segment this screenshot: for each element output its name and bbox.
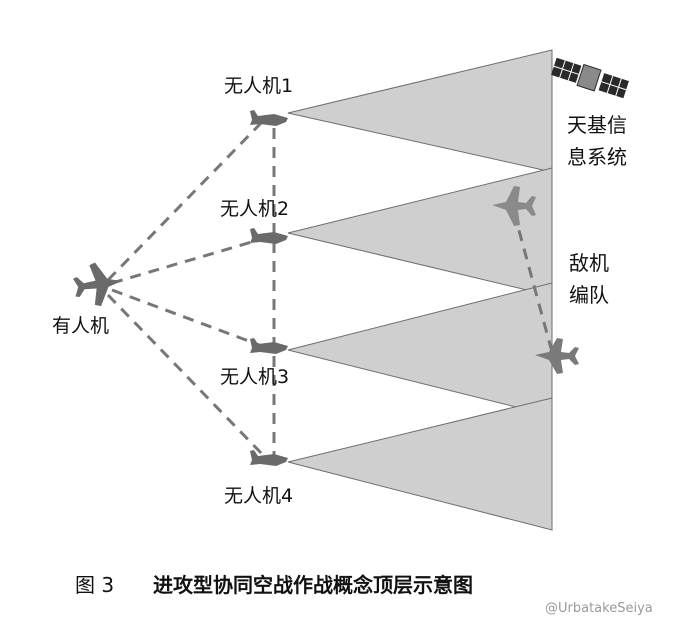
sensor-cone-uav4 [287, 397, 553, 531]
enemy-fighter-1-icon [492, 186, 536, 226]
uav4-label: 无人机4 [224, 485, 293, 507]
enemy-fighter-2-icon [535, 338, 579, 374]
sensor-cone-uav3 [287, 282, 553, 417]
uav1-icon [250, 110, 288, 126]
link-enemy-formation [512, 211, 554, 353]
manned-aircraft-label: 有人机 [52, 315, 109, 337]
enemy-formation-label-line1: 敌机 [569, 251, 609, 275]
uav2-label: 无人机2 [220, 198, 289, 220]
satellite-icon [551, 57, 629, 99]
uav3-label: 无人机3 [220, 366, 289, 388]
watermark: @UrbatakeSeiya [545, 601, 653, 616]
data-links [106, 120, 554, 458]
enemy-formation-label-line2: 编队 [569, 283, 609, 307]
sensor-cone-uav1 [287, 49, 553, 173]
uav2-icon [250, 228, 288, 244]
uav3-icon [250, 338, 288, 354]
uav1-label: 无人机1 [224, 75, 293, 97]
uav4-icon [250, 450, 288, 466]
sensor-cones [287, 49, 553, 531]
manned-aircraft-icon [73, 262, 122, 307]
figure-number: 图 3 [75, 573, 114, 597]
figure-caption: 进攻型协同空战作战概念顶层示意图 [153, 573, 473, 597]
space-system-label-line2: 息系统 [567, 145, 627, 169]
link-manned-uav2 [111, 237, 263, 285]
sensor-cone-uav2 [287, 167, 553, 297]
space-system-label-line1: 天基信 [567, 113, 627, 137]
link-manned-uav3 [111, 288, 263, 348]
